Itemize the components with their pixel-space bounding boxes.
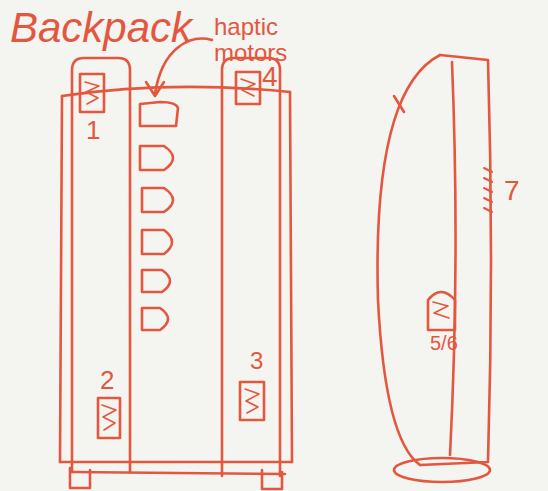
sensor-scribble xyxy=(241,79,255,96)
side-view-front xyxy=(378,55,440,465)
right-buckle xyxy=(262,470,282,489)
callout-number: 1 xyxy=(86,116,116,144)
sensor-box xyxy=(80,74,104,112)
sensor-box xyxy=(240,382,264,420)
sensor-scribble xyxy=(102,405,116,430)
haptic-motor xyxy=(142,188,173,212)
sensor-box xyxy=(236,72,260,104)
bag-bottom-band xyxy=(72,472,285,474)
bag-left-side xyxy=(60,96,62,462)
sketch-title: Backpack xyxy=(10,4,192,52)
left-buckle xyxy=(70,468,90,488)
sensor-scribble xyxy=(433,302,449,318)
callout-number: 4 xyxy=(262,62,292,92)
right-strap xyxy=(222,58,280,476)
side-view-back xyxy=(420,55,491,465)
side-view-base xyxy=(394,458,490,482)
side-sensor-box xyxy=(428,292,455,330)
bag-right-side xyxy=(290,92,292,462)
bag-bottom xyxy=(60,461,292,464)
haptic-motor xyxy=(142,308,168,330)
haptic-motor xyxy=(142,270,170,292)
callout-number: 2 xyxy=(100,366,130,394)
sensor-scribble xyxy=(245,389,259,413)
haptic-motor xyxy=(140,146,173,170)
sensor-box xyxy=(98,398,120,438)
callout-label: haptic motors xyxy=(214,14,310,66)
callout-number: 3 xyxy=(250,348,280,374)
haptic-motor xyxy=(142,230,172,254)
side-view-inner xyxy=(450,62,456,455)
callout-number: 7 xyxy=(504,176,534,206)
sensor-scribble xyxy=(85,82,99,104)
side-view-mark xyxy=(394,96,404,112)
haptic-motor xyxy=(140,102,178,126)
side-strip xyxy=(484,168,492,212)
left-strap xyxy=(72,58,130,472)
bag-top xyxy=(62,87,290,96)
callout-number: 5/6 xyxy=(430,332,480,354)
